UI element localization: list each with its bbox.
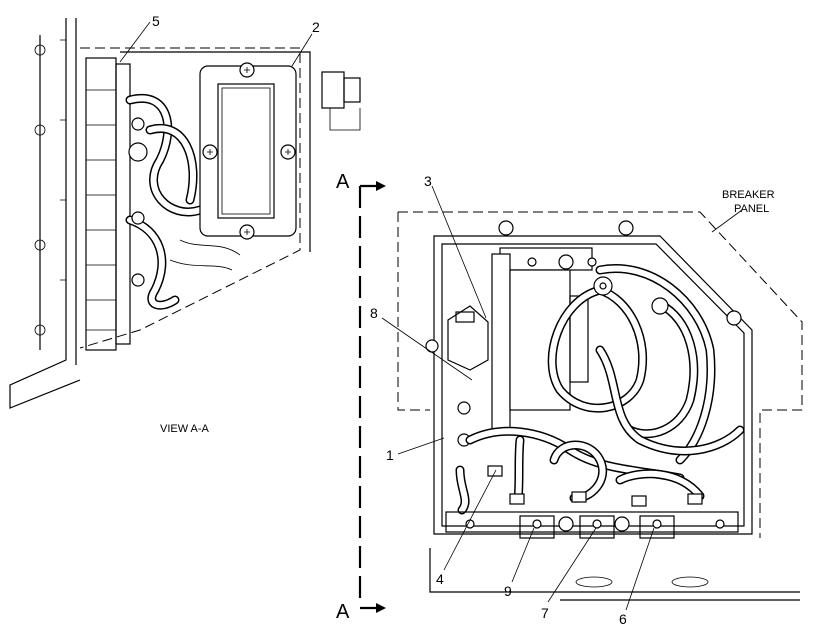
callout-7: 7 [541,605,549,621]
leader-4 [443,469,497,571]
leader-9 [511,527,535,583]
view-label: VIEW A-A [160,423,210,435]
section-line [358,181,386,613]
callout-4: 4 [436,571,444,587]
leader-breaker-panel [711,209,743,233]
callout-1: 1 [386,447,394,463]
callout-6: 6 [619,611,627,627]
leader-2 [291,33,313,67]
breaker-panel-label-2: PANEL [734,203,769,215]
callout-5: 5 [152,13,160,29]
callout-2: 2 [312,19,320,35]
callout-8: 8 [370,305,378,321]
breaker-panel-label-1: BREAKER [722,189,775,201]
leader-7 [547,527,597,603]
callout-3: 3 [424,173,432,189]
section-marker-bottom: A [336,601,350,623]
leader-5 [119,21,151,63]
section-marker-top: A [336,171,350,193]
view-a-a-drawing [9,18,361,409]
breaker-panel-main-view [397,211,803,601]
leader-8 [381,317,473,381]
leader-1 [397,437,445,455]
leader-6 [625,527,655,611]
leader-3 [431,185,487,319]
callout-9: 9 [504,583,512,599]
